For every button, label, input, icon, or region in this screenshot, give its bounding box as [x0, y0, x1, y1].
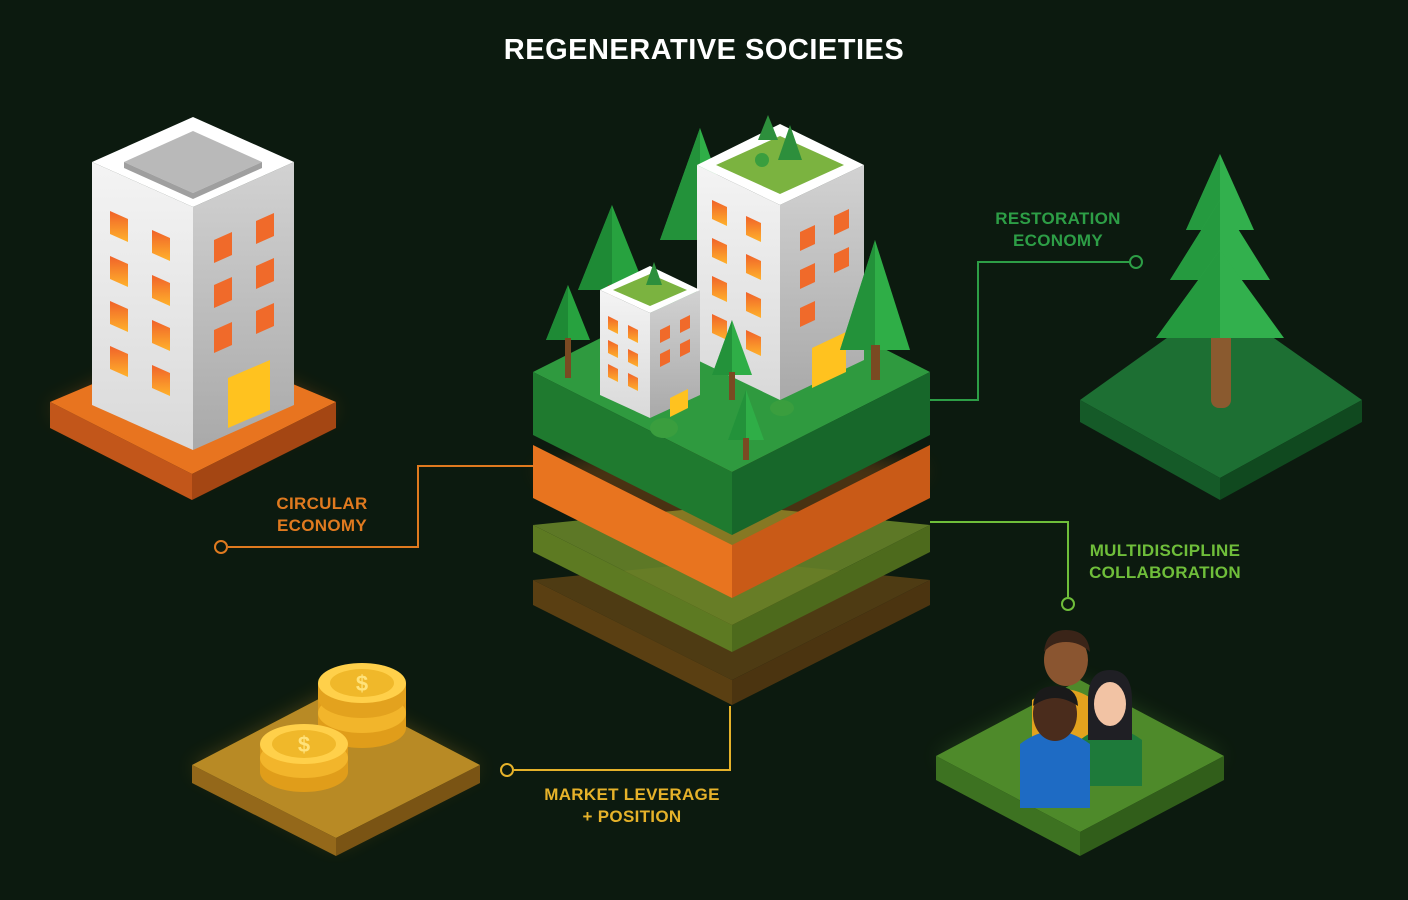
coin-dollar-front: $: [298, 732, 310, 757]
label-market-line2: + POSITION: [582, 807, 682, 826]
connector-multidiscipline: [930, 521, 1075, 611]
label-multi-line2: COLLABORATION: [1089, 563, 1241, 582]
page-title: REGENERATIVE SOCIETIES: [503, 34, 905, 66]
label-market-line1: MARKET LEVERAGE: [544, 785, 720, 804]
connector-circular: [214, 465, 534, 554]
connector-market: [500, 706, 731, 777]
label-restoration-economy: RESTORATION ECONOMY: [968, 208, 1148, 252]
label-market-leverage: MARKET LEVERAGE + POSITION: [512, 784, 752, 828]
label-circular-line1: CIRCULAR: [276, 494, 368, 513]
label-circular-line2: ECONOMY: [277, 516, 367, 535]
label-circular-economy: CIRCULAR ECONOMY: [242, 493, 402, 537]
label-multidiscipline-collaboration: MULTIDISCIPLINE COLLABORATION: [1060, 540, 1270, 584]
label-restoration-line1: RESTORATION: [995, 209, 1121, 228]
label-multi-line1: MULTIDISCIPLINE: [1089, 541, 1241, 560]
layered-city-icon: [533, 115, 930, 705]
connector-restoration: [928, 255, 1143, 401]
coin-dollar-back: $: [356, 671, 368, 696]
tree-icon: [1080, 154, 1362, 500]
coins-icon: $ $: [192, 663, 480, 856]
building-icon: [50, 117, 336, 500]
people-icon: [936, 630, 1224, 856]
label-restoration-line2: ECONOMY: [1013, 231, 1103, 250]
